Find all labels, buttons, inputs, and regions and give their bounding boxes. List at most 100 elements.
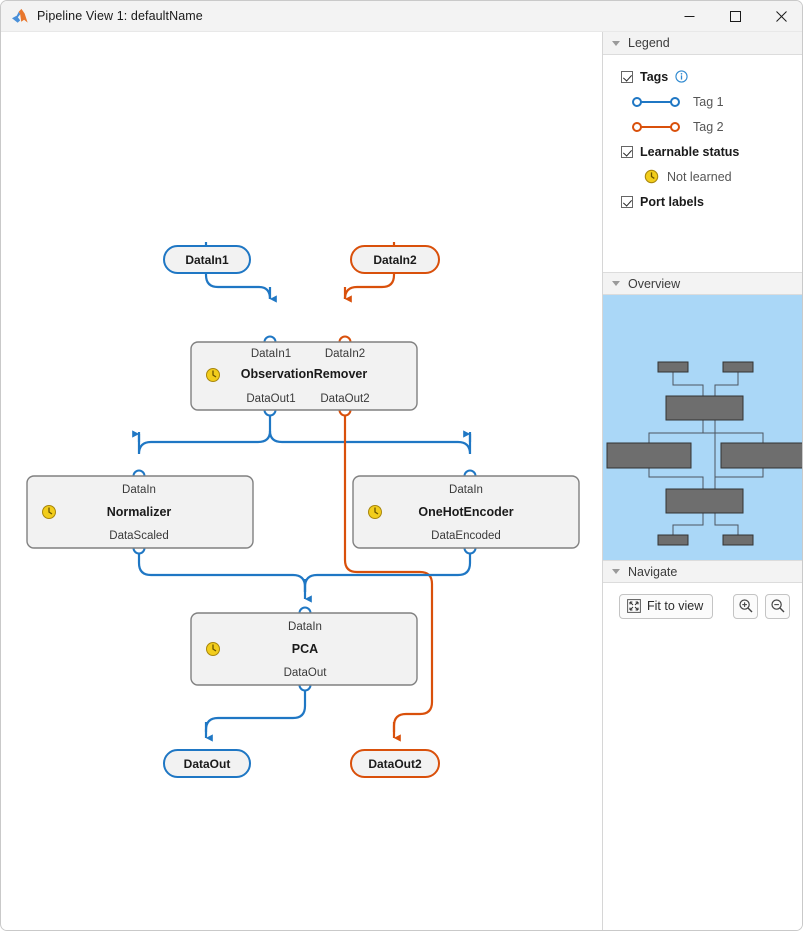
terminals-layer: DataIn1 DataIn2 DataOut DataOut2 <box>163 245 440 778</box>
terminal-datain1-body[interactable] <box>163 245 251 274</box>
edge-observationremover-to-normalizer <box>137 412 272 455</box>
pipeline-graph: DataIn1 DataIn2 ObservationRemover DataO… <box>26 242 580 778</box>
overview-block <box>665 488 744 514</box>
status-clock-icon-onehotencoder <box>368 505 382 519</box>
edge-normalizer-to-pca <box>137 548 307 592</box>
status-clock-icon-observationremover <box>206 368 220 382</box>
chevron-down-icon-overview <box>612 281 620 286</box>
overview-block <box>720 442 802 469</box>
status-clock-icon-pca <box>206 642 220 656</box>
terminal-dataout2-label: DataOut2 <box>368 757 422 771</box>
overview-block <box>606 442 692 469</box>
legend-panel-title: Legend <box>628 36 670 50</box>
port-labels-checkbox[interactable] <box>621 195 633 208</box>
port-label-onehotencoder-datain: DataIn <box>449 484 483 496</box>
edge-pca-to-dataout <box>204 685 307 732</box>
zoom-out-button[interactable] <box>765 593 790 619</box>
matlab-logo-icon <box>12 8 28 23</box>
terminal-dataout-label: DataOut <box>184 757 231 771</box>
right-sidebar: Legend Tags Tag 1 <box>603 32 802 930</box>
fit-to-view-icon <box>627 599 641 613</box>
block-observationremover-body[interactable] <box>190 341 418 411</box>
zoom-in-button[interactable] <box>733 593 758 619</box>
window-controls <box>666 1 802 32</box>
clock-icon <box>644 169 659 184</box>
overview-panel-title: Overview <box>628 276 681 291</box>
zoom-out-icon <box>770 599 784 613</box>
overview-block <box>722 361 754 373</box>
port-label-onehotencoder-dataencoded: DataEncoded <box>431 530 501 542</box>
terminal-datain2[interactable]: DataIn2 <box>350 245 440 274</box>
terminal-datain2-label: DataIn2 <box>373 253 417 267</box>
terminal-dataout[interactable]: DataOut <box>163 749 251 778</box>
overview-block <box>665 395 744 421</box>
legend-panel-header[interactable]: Legend <box>603 32 802 55</box>
navigate-panel-body: Fit to view <box>603 583 802 629</box>
navigate-panel-header[interactable]: Navigate <box>603 560 802 583</box>
block-normalizer[interactable]: DataIn Normalizer DataScaled <box>26 475 254 549</box>
zoom-buttons-group <box>726 593 802 619</box>
window-title: Pipeline View 1: defaultName <box>37 9 203 23</box>
block-onehotencoder-body[interactable] <box>352 475 580 549</box>
block-pca-body[interactable] <box>190 612 418 686</box>
minimize-icon <box>684 15 694 17</box>
legend-tag-1-row: Tag 1 <box>603 89 802 114</box>
legend-tags-row[interactable]: Tags <box>603 64 802 89</box>
port-label-datain1: DataIn1 <box>251 348 291 360</box>
close-button[interactable] <box>758 1 802 32</box>
pipeline-canvas[interactable]: DataIn1 DataIn2 ObservationRemover DataO… <box>2 32 602 930</box>
maximize-button[interactable] <box>712 1 758 32</box>
fit-to-view-label: Fit to view <box>647 599 704 613</box>
port-label-normalizer-datascaled: DataScaled <box>109 530 168 542</box>
port-label-dataout2: DataOut2 <box>320 393 369 405</box>
legend-tag-2-row: Tag 2 <box>603 114 802 139</box>
legend-port-labels-row[interactable]: Port labels <box>603 189 802 214</box>
learnable-status-label: Learnable status <box>640 144 740 159</box>
tags-checkbox[interactable] <box>621 70 633 83</box>
tag-2-swatch-icon <box>632 121 680 132</box>
terminal-datain2-body[interactable] <box>350 245 440 274</box>
learnable-status-checkbox[interactable] <box>621 145 633 158</box>
canvas-sidebar-divider[interactable] <box>602 32 603 930</box>
legend-not-learned-row: Not learned <box>603 164 802 189</box>
minimize-button[interactable] <box>666 1 712 32</box>
overview-thumbnail <box>606 361 802 546</box>
port-label-pca-dataout: DataOut <box>284 667 328 679</box>
block-title-observationremover: ObservationRemover <box>241 367 368 381</box>
terminal-dataout-body[interactable] <box>163 749 251 778</box>
block-normalizer-body[interactable] <box>26 475 254 549</box>
edges-layer <box>132 242 472 742</box>
info-icon[interactable] <box>675 70 688 83</box>
tag-1-label: Tag 1 <box>693 94 724 109</box>
terminal-dataout2-body[interactable] <box>350 749 440 778</box>
chevron-down-icon-navigate <box>612 569 620 574</box>
legend-learnable-row[interactable]: Learnable status <box>603 139 802 164</box>
port-label-datain2: DataIn2 <box>325 348 365 360</box>
blocks-layer: DataIn1 DataIn2 ObservationRemover DataO… <box>26 341 580 686</box>
terminal-datain1[interactable]: DataIn1 <box>163 245 251 274</box>
block-pca[interactable]: DataIn PCA DataOut <box>190 612 418 686</box>
edge-onehotencoder-to-pca <box>303 548 472 592</box>
port-label-dataout1: DataOut1 <box>246 393 295 405</box>
tags-label: Tags <box>640 69 669 84</box>
overview-block <box>657 361 689 373</box>
close-icon <box>775 10 787 22</box>
block-onehotencoder[interactable]: DataIn OneHotEncoder DataEncoded <box>352 475 580 549</box>
edge-observationremover-to-dataout2 <box>343 412 434 732</box>
terminal-dataout2[interactable]: DataOut2 <box>350 749 440 778</box>
overview-panel-header[interactable]: Overview <box>603 272 802 295</box>
port-label-normalizer-datain: DataIn <box>122 484 156 496</box>
maximize-icon <box>729 10 741 22</box>
title-bar: Pipeline View 1: defaultName <box>1 1 802 32</box>
block-title-pca: PCA <box>292 642 318 656</box>
overview-minimap[interactable] <box>603 295 802 560</box>
port-label-pca-datain: DataIn <box>288 621 322 633</box>
tag-1-swatch-icon <box>632 96 680 107</box>
block-observationremover[interactable]: DataIn1 DataIn2 ObservationRemover DataO… <box>190 341 418 411</box>
fit-to-view-button[interactable]: Fit to view <box>619 593 714 619</box>
navigate-panel-title: Navigate <box>628 564 678 579</box>
overview-block <box>657 534 689 546</box>
legend-panel-body: Tags Tag 1 <box>603 55 802 214</box>
overview-block <box>722 534 754 546</box>
